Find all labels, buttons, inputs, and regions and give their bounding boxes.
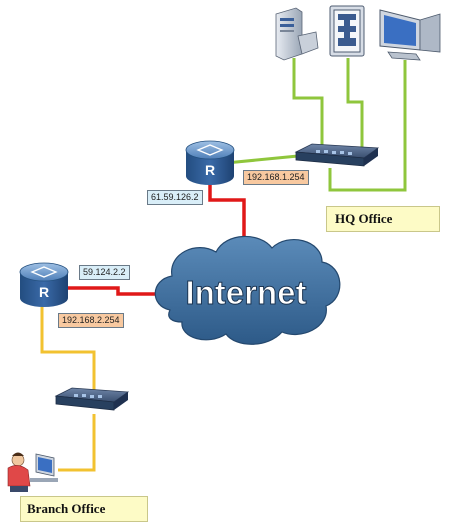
hq-router-letter: R	[205, 162, 215, 178]
hq-wan-link	[208, 180, 246, 242]
server-icon	[275, 7, 319, 61]
switch-pc-link-branch	[58, 414, 96, 472]
switch-icon	[54, 387, 130, 411]
router-switch-link-branch	[40, 304, 96, 392]
branch-router-lan-ip: 192.168.2.254	[58, 313, 124, 328]
hq-router-lan-ip: 192.168.1.254	[243, 170, 309, 185]
branch-office-label: Branch Office	[20, 496, 148, 522]
wan-links	[68, 180, 246, 296]
router-icon: R	[185, 140, 235, 185]
hq-router-wan-ip: 61.59.126.2	[147, 190, 203, 205]
cloud-icon: Internet	[154, 235, 341, 345]
pc-icon	[379, 9, 441, 61]
firewall-icon	[329, 5, 365, 57]
router-switch-link	[225, 154, 299, 165]
internet-label: Internet	[185, 274, 306, 311]
router-icon: R	[19, 262, 69, 307]
pc-link	[328, 60, 407, 192]
switch-icon	[294, 143, 380, 167]
branch-router-wan-ip: 59.124.2.2	[79, 265, 130, 280]
branch-wan-link	[68, 286, 160, 296]
user-at-pc-icon	[7, 452, 58, 492]
firewall-link	[346, 58, 364, 155]
branch-lan-links	[40, 304, 96, 472]
hq-office-label: HQ Office	[326, 206, 440, 232]
branch-router-letter: R	[39, 284, 49, 300]
server-link	[292, 58, 324, 152]
hq-lan-links	[225, 58, 407, 192]
